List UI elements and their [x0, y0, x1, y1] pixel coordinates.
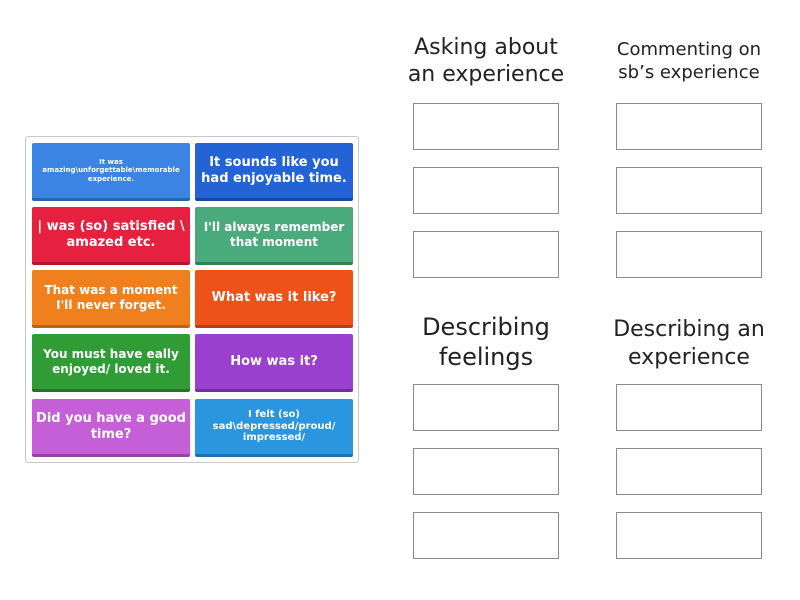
group-title-line: feelings — [438, 343, 534, 371]
group-title-line: Commenting on — [616, 39, 762, 60]
draggable-card[interactable]: Did you have a good time? — [32, 399, 190, 457]
card-text: It sounds like you had enjoyable time. — [201, 155, 347, 186]
draggable-card[interactable]: That was a moment I'll never forget. — [32, 270, 190, 328]
draggable-card[interactable]: It was amazing\unforgettable\memorable e… — [32, 143, 190, 201]
card-text: How was it? — [230, 353, 318, 369]
card-text: That was a moment I'll never forget. — [44, 283, 178, 312]
draggable-card[interactable]: I felt (so) sad\depressed/proud/ impress… — [195, 399, 353, 457]
card-text: What was it like? — [211, 289, 337, 305]
drop-slot-feelings-3[interactable] — [413, 512, 559, 559]
group-title-asking: Asking about an experience — [396, 34, 576, 88]
group-title-commenting: Commenting on sb’s experience — [599, 38, 779, 84]
group-title-line: sb’s experience — [618, 62, 760, 83]
card-text: I felt (so) sad\depressed/proud/ impress… — [212, 408, 336, 444]
card-tray: It was amazing\unforgettable\memorable e… — [25, 136, 359, 463]
card-text: | was (so) satisfied \ amazed etc. — [37, 219, 185, 250]
group-title-line: an experience — [407, 62, 565, 87]
draggable-card[interactable]: | was (so) satisfied \ amazed etc. — [32, 207, 190, 265]
drop-slot-feelings-2[interactable] — [413, 448, 559, 495]
draggable-card[interactable]: What was it like? — [195, 270, 353, 328]
group-title-line: Describing — [422, 313, 550, 341]
drop-slot-asking-1[interactable] — [413, 103, 559, 150]
drop-slot-asking-3[interactable] — [413, 231, 559, 278]
drop-slot-commenting-1[interactable] — [616, 103, 762, 150]
drop-slot-describing-1[interactable] — [616, 384, 762, 431]
drop-slot-commenting-2[interactable] — [616, 167, 762, 214]
group-title-describing-experience: Describing an experience — [599, 316, 779, 372]
draggable-card[interactable]: How was it? — [195, 334, 353, 392]
drop-slot-commenting-3[interactable] — [616, 231, 762, 278]
draggable-card[interactable]: I'll always remember that moment — [195, 207, 353, 265]
card-text: It was amazing\unforgettable\memorable e… — [42, 158, 180, 183]
drop-slot-describing-3[interactable] — [616, 512, 762, 559]
card-text: I'll always remember that moment — [203, 220, 345, 249]
drop-slot-feelings-1[interactable] — [413, 384, 559, 431]
group-title-feelings: Describing feelings — [396, 312, 576, 372]
drop-slot-describing-2[interactable] — [616, 448, 762, 495]
group-title-line: Describing an — [613, 317, 765, 342]
group-title-line: Asking about — [414, 35, 558, 60]
draggable-card[interactable]: You must have eally enjoyed/ loved it. — [32, 334, 190, 392]
group-title-line: experience — [628, 345, 750, 370]
card-text: You must have eally enjoyed/ loved it. — [43, 347, 179, 376]
card-text: Did you have a good time? — [36, 411, 186, 442]
drop-slot-asking-2[interactable] — [413, 167, 559, 214]
draggable-card[interactable]: It sounds like you had enjoyable time. — [195, 143, 353, 201]
